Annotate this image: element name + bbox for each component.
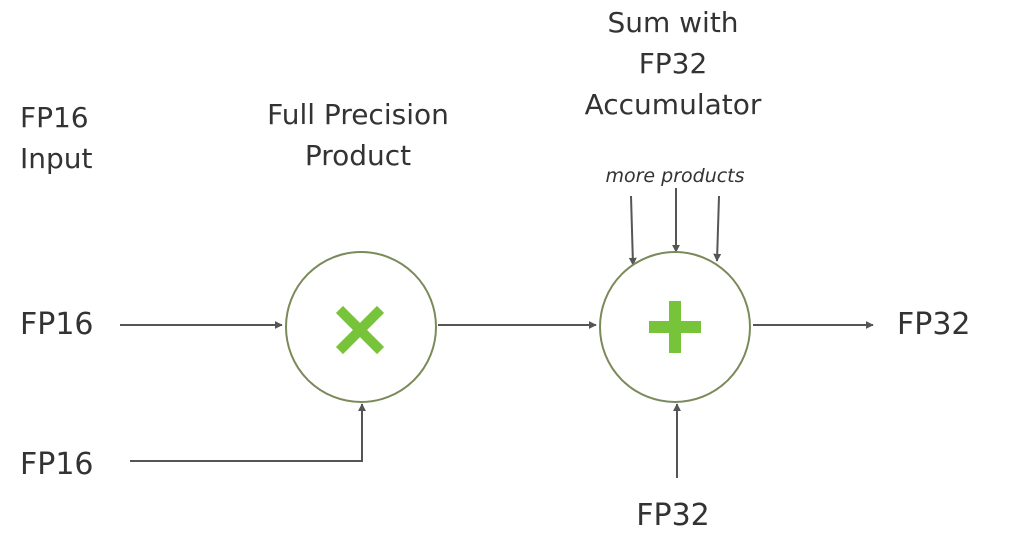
accumulator-input-label: FP32 xyxy=(636,498,710,533)
arrow-more-product-3 xyxy=(713,195,722,262)
header-sum-line-3: Accumulator xyxy=(585,88,762,121)
more-products-label: more products xyxy=(605,165,744,187)
more-products-word-2: products xyxy=(660,165,744,187)
header-sum-line-2: FP32 xyxy=(639,47,708,80)
input-b-label: FP16 xyxy=(20,447,94,482)
plus-icon xyxy=(649,301,701,353)
output-label: FP32 xyxy=(897,307,971,342)
multiply-node xyxy=(285,251,437,403)
multiply-icon xyxy=(335,305,385,355)
arrow-input-b-to-multiply xyxy=(130,403,366,462)
header-product-line-2: Product xyxy=(305,139,411,172)
arrow-more-product-1 xyxy=(628,195,637,266)
header-sum: Sum with FP32 Accumulator xyxy=(585,6,762,121)
more-products-word-1: more xyxy=(605,165,655,187)
header-sum-line-1: Sum with xyxy=(607,6,738,39)
input-a-label: FP16 xyxy=(20,307,94,342)
header-input: FP16 Input xyxy=(20,101,93,175)
header-input-line-2: Input xyxy=(20,142,93,175)
add-node xyxy=(599,251,751,403)
header-input-line-1: FP16 xyxy=(20,101,89,134)
header-product: Full Precision Product xyxy=(267,98,449,172)
header-product-line-1: Full Precision xyxy=(267,98,449,131)
